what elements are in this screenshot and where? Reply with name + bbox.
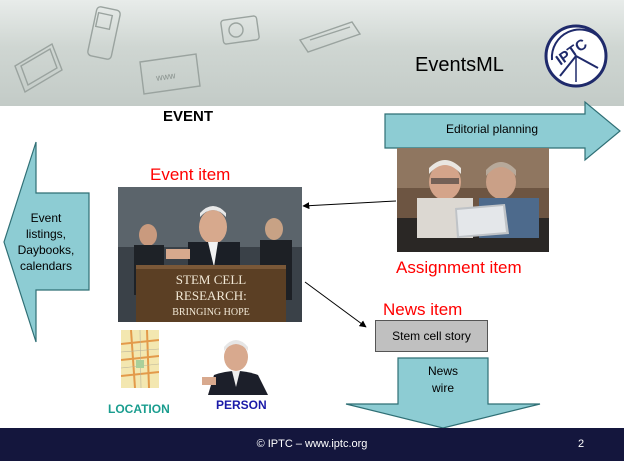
slide-title: EventsML: [415, 54, 504, 76]
sketch-www-text: www: [154, 70, 176, 83]
devices-sketch-illustration: www: [14, 6, 362, 95]
iptc-logo: IPTC: [544, 24, 608, 88]
news-wire-label: News wire: [427, 364, 458, 395]
event-to-news-connector: [304, 281, 367, 328]
event-listings-label: Event listings, Daybooks, calendars: [17, 211, 75, 273]
assignment-photo: [397, 148, 549, 252]
event-item-label: Event item: [150, 165, 231, 184]
assignment-to-event-connector: [302, 200, 397, 210]
stem-cell-story-box: Stem cell story: [375, 320, 488, 352]
header-band: www EventsML IPTC: [0, 0, 624, 106]
event-photo: STEM CELL RESEARCH: BRINGING HOPE: [118, 187, 302, 322]
footer-copyright: © IPTC – www.iptc.org: [256, 438, 368, 450]
footer-bar: © IPTC – www.iptc.org 2: [0, 428, 624, 461]
assignment-item-label: Assignment item: [396, 258, 522, 277]
location-caption: LOCATION: [108, 402, 170, 416]
podium-sign-line-2: RESEARCH:: [175, 288, 247, 303]
location-map-icon: [121, 330, 159, 388]
person-photo: [198, 337, 278, 395]
podium-sign-line-1: STEM CELL: [176, 272, 246, 287]
event-heading: EVENT: [163, 108, 214, 125]
page-number: 2: [578, 438, 585, 450]
news-item-label: News item: [383, 300, 463, 319]
person-caption: PERSON: [216, 398, 267, 412]
podium-sign-line-3: BRINGING HOPE: [172, 307, 250, 318]
editorial-planning-label: Editorial planning: [445, 122, 539, 136]
